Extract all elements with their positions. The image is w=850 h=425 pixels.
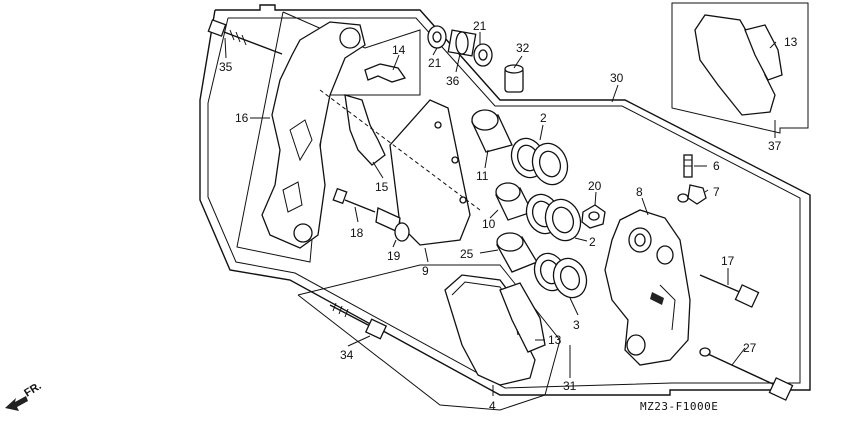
callout-14: 14 [392, 43, 406, 57]
callout-18: 18 [350, 226, 364, 240]
pad-set-31-box [297, 264, 561, 411]
seal-set-3-part [533, 252, 588, 299]
callout-2-lower: 2 [589, 235, 596, 249]
inner-assembly-outline [207, 17, 801, 389]
callout-2-upper: 2 [540, 111, 547, 125]
bleeder-cap-7-part [677, 184, 707, 205]
bolt-27-part [699, 347, 794, 401]
callout-10: 10 [482, 217, 496, 231]
callout-11: 11 [476, 169, 489, 183]
caliper-bore-mid [656, 245, 674, 265]
callout-31: 31 [563, 379, 577, 393]
callout-36: 36 [446, 74, 460, 88]
callout-15: 15 [375, 180, 389, 194]
pad-spring-14-part [364, 63, 407, 83]
callout-19: 19 [387, 249, 401, 263]
caliper-logo-mark [650, 292, 664, 305]
caliper-bore-top-inner [634, 233, 646, 247]
callout-37: 37 [768, 139, 782, 153]
plate-hole [459, 196, 467, 204]
callout-labels: 35 16 14 21 21 36 32 30 13 37 2 11 15 10… [219, 19, 798, 413]
fr-arrow-icon [5, 396, 28, 411]
callout-30: 30 [610, 71, 624, 85]
callout-6: 6 [713, 159, 720, 173]
callout-32: 32 [516, 41, 530, 55]
seal-set-2-upper-part [510, 137, 569, 186]
cap-20-part [581, 204, 606, 229]
bolt-17-part [699, 274, 760, 308]
caliper-bracket-part [261, 21, 366, 249]
pin-18-part [332, 187, 376, 213]
callout-13-upper: 13 [784, 35, 798, 49]
bracket-cutout-2 [282, 181, 303, 213]
bracket-hole-bottom [293, 223, 313, 243]
piston-11-part [471, 109, 513, 153]
bracket-cutout [289, 119, 313, 162]
pad-set-37-box [671, 2, 809, 134]
seal-set-2-lower-part [525, 193, 582, 242]
callout-3: 3 [573, 318, 580, 332]
plate-hole [451, 156, 459, 164]
pad-spring-13-lower-part [499, 282, 546, 353]
caliper-bore-bottom [626, 334, 646, 356]
plate-hole [434, 121, 442, 129]
callout-21-top: 21 [473, 19, 487, 33]
callout-8: 8 [636, 185, 643, 199]
callout-35: 35 [219, 60, 233, 74]
callout-16: 16 [235, 111, 249, 125]
callout-20: 20 [588, 179, 602, 193]
diagram-code: MZ23-F1000E [640, 400, 718, 413]
bleeder-6-part [683, 154, 693, 178]
collar-32-part [504, 64, 524, 93]
callout-7: 7 [713, 185, 720, 199]
callout-21-bottom: 21 [428, 56, 442, 70]
bolt-35-part [207, 19, 283, 55]
shim-15-part [344, 94, 386, 166]
front-direction-arrow: FR. [5, 380, 44, 411]
piston-10-part [495, 182, 533, 221]
bearing-set-part [427, 25, 493, 67]
callout-27: 27 [743, 341, 757, 355]
pin-19-part [375, 207, 410, 242]
bracket-hole-top [339, 27, 361, 49]
caliper-rib [659, 284, 676, 331]
callout-13-lower: 13 [548, 333, 562, 347]
pad-spring-13-upper-part [744, 24, 783, 81]
outer-assembly-outline [199, 4, 811, 396]
bolt-34-part [329, 302, 388, 340]
leader-lines [224, 32, 777, 396]
callout-17: 17 [721, 254, 735, 268]
pad-set-37-part [694, 14, 776, 116]
caliper-bracket-box [236, 11, 421, 263]
alignment-line [319, 89, 481, 211]
callout-25: 25 [460, 247, 474, 261]
callout-4: 4 [489, 399, 496, 413]
callout-34: 34 [340, 348, 354, 362]
piston-25-part [496, 232, 538, 273]
callout-9: 9 [422, 264, 429, 278]
